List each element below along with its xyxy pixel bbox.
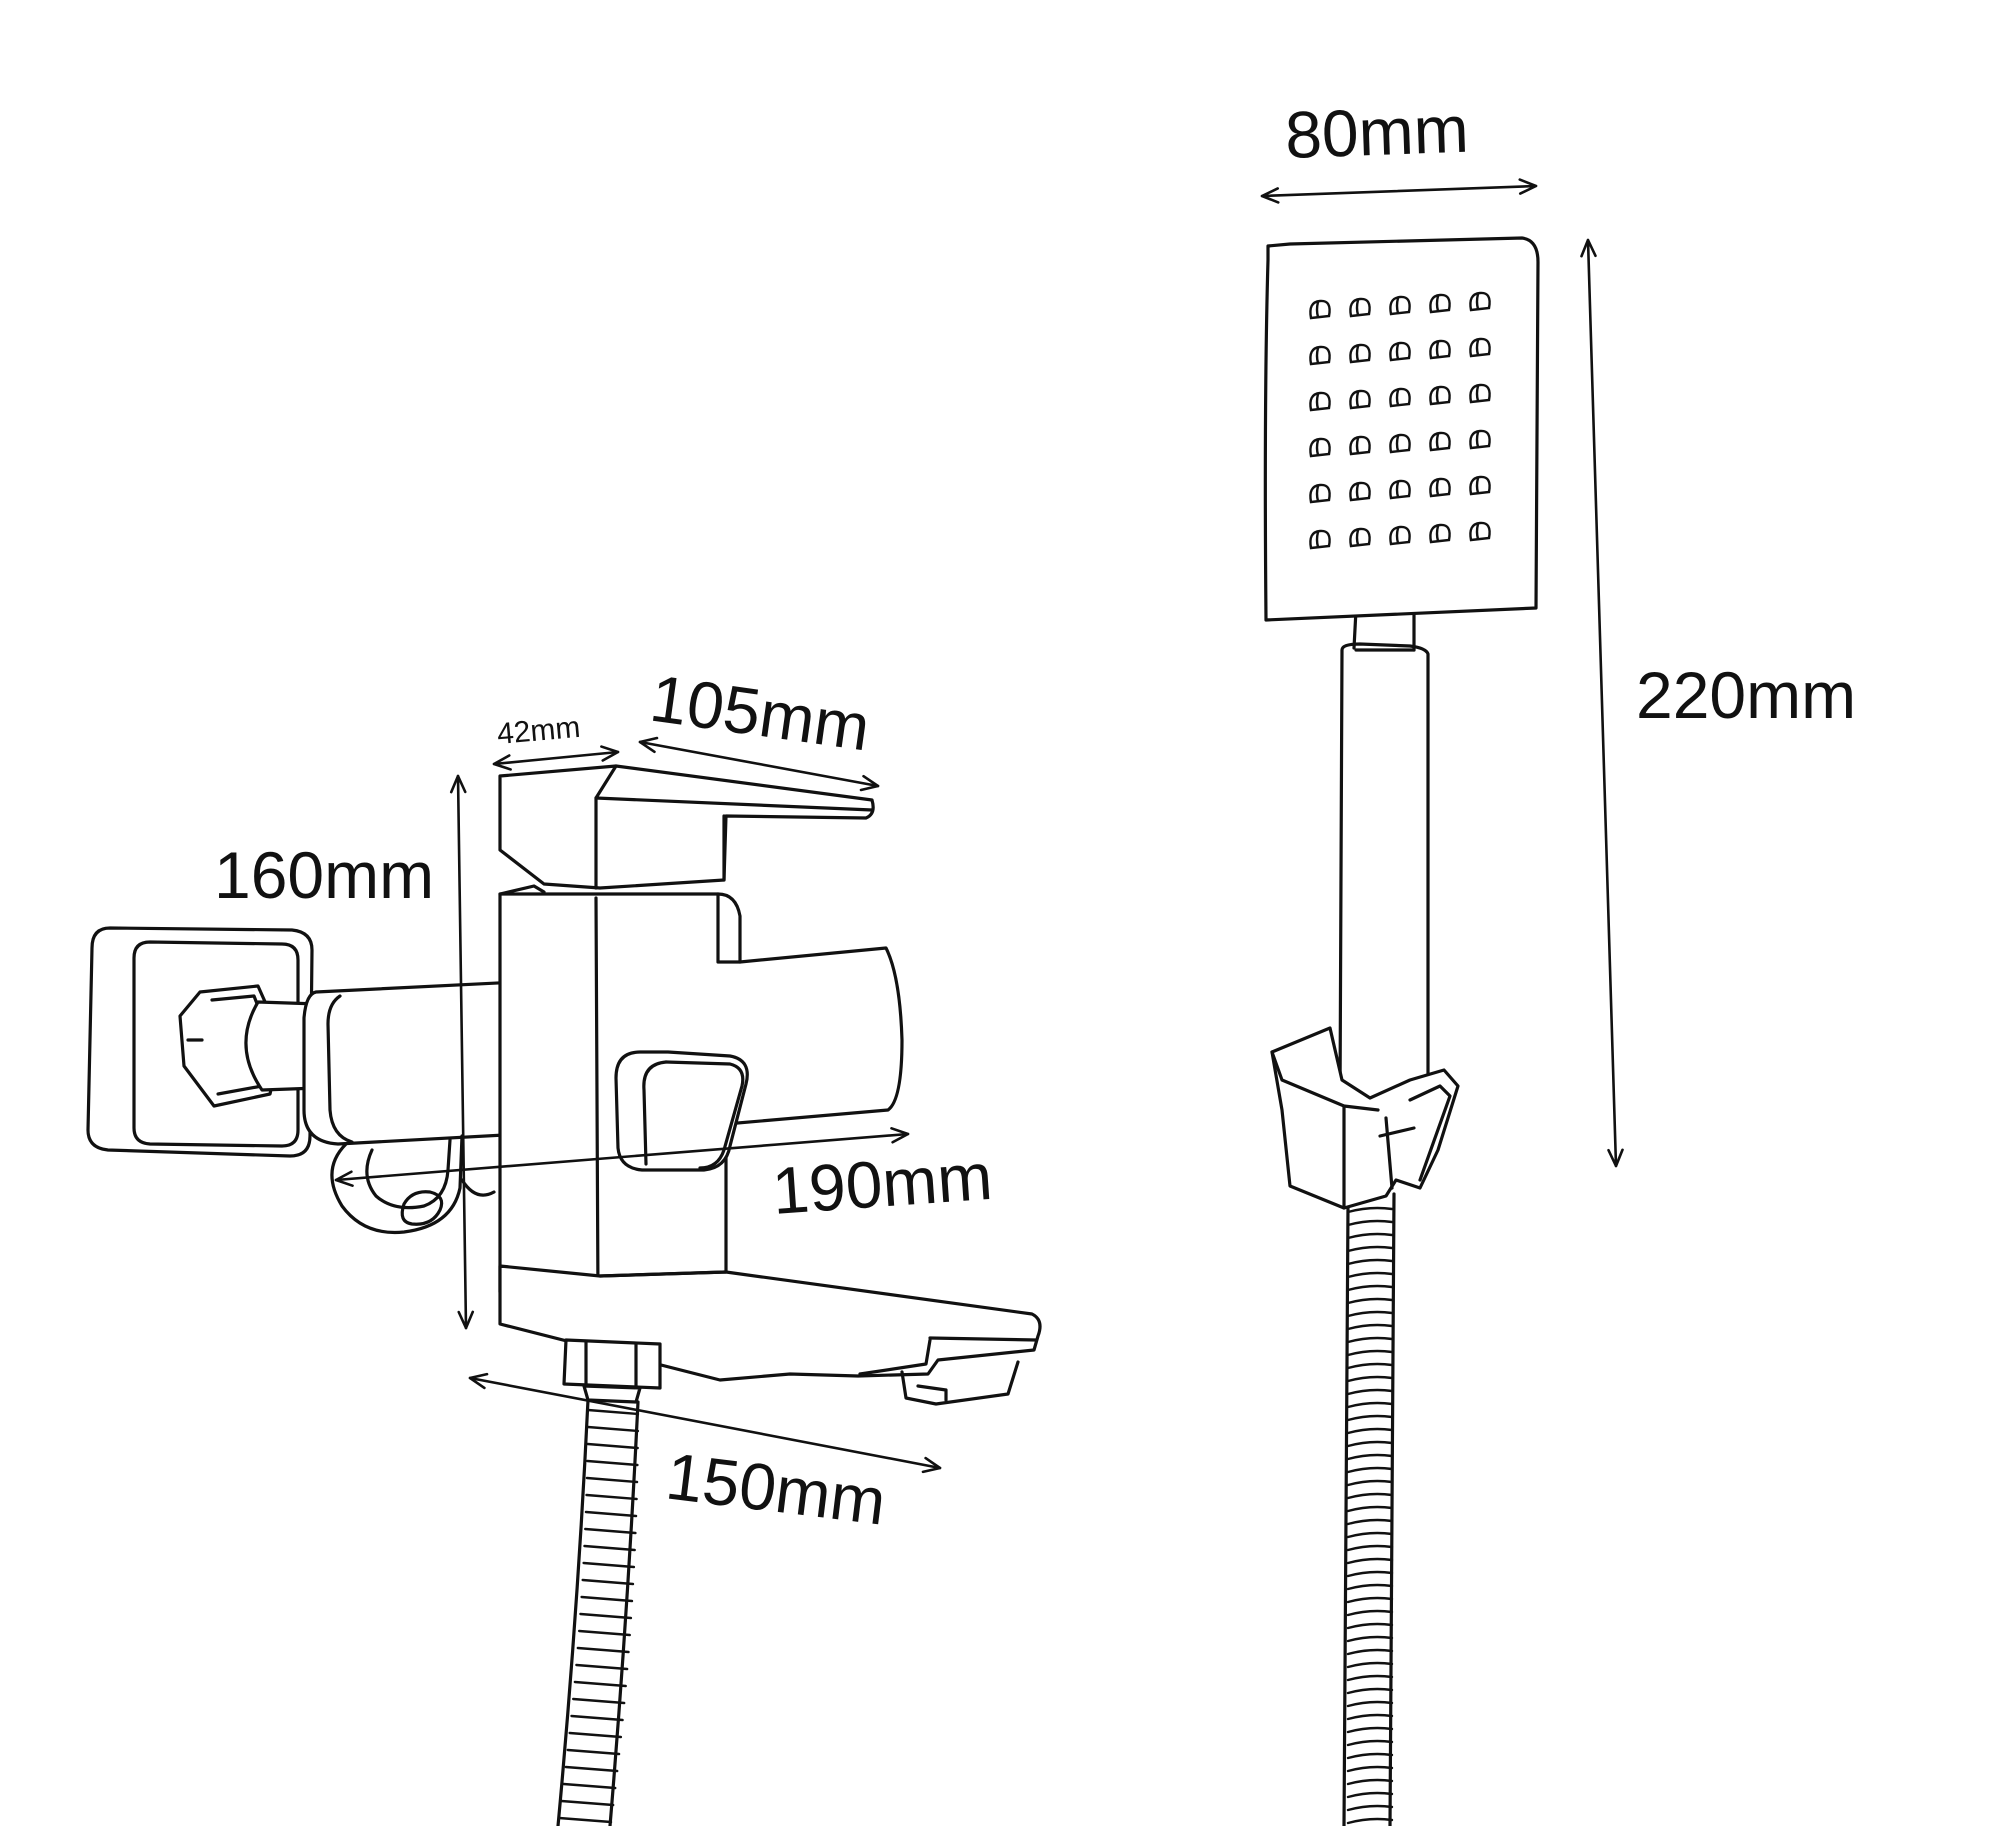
nozzle-icon xyxy=(1429,293,1451,314)
hex-nut xyxy=(178,984,320,1108)
nozzle-icon xyxy=(1469,521,1491,542)
nozzle-icon xyxy=(1349,481,1371,502)
nozzle-icon xyxy=(1389,387,1411,408)
shower-head xyxy=(1263,236,1540,622)
nozzle-icon xyxy=(1429,339,1451,360)
dim-line-80mm xyxy=(1260,178,1538,204)
dim-line-105mm xyxy=(638,736,880,792)
nozzle-icon xyxy=(1309,437,1331,458)
label-80mm: 80mm xyxy=(1284,92,1470,172)
label-190mm: 190mm xyxy=(770,1139,995,1228)
nozzle-icon xyxy=(1389,479,1411,500)
nozzle-icon xyxy=(1469,383,1491,404)
nozzle-icon xyxy=(1349,389,1371,410)
dimension-lines xyxy=(334,178,1624,1474)
nozzle-icon xyxy=(1389,433,1411,454)
nozzle-icon xyxy=(1469,475,1491,496)
hand-shower xyxy=(1263,236,1540,1826)
faucet-hose xyxy=(556,1398,640,1826)
label-42mm: 42mm xyxy=(496,711,582,751)
nozzle-icon xyxy=(1429,431,1451,452)
nozzle-icon xyxy=(1429,523,1451,544)
nozzle-icon xyxy=(1389,525,1411,546)
bath-faucet xyxy=(86,764,1042,1826)
dim-line-150mm xyxy=(468,1372,942,1474)
nozzle-icon xyxy=(1469,291,1491,312)
nozzle-icon xyxy=(1469,429,1491,450)
shower-hose xyxy=(1342,1192,1396,1826)
nozzle-icon xyxy=(1349,527,1371,548)
nozzle-icon xyxy=(1309,299,1331,320)
nozzle-icon xyxy=(1429,477,1451,498)
label-220mm: 220mm xyxy=(1636,658,1856,732)
nozzle-icon xyxy=(1389,295,1411,316)
hose-connector xyxy=(562,1338,662,1404)
lever-handle xyxy=(498,764,875,890)
nozzle-icon xyxy=(1349,343,1371,364)
nozzle-icon xyxy=(1309,345,1331,366)
nozzle-icon xyxy=(1309,483,1331,504)
nozzle-icon xyxy=(1349,297,1371,318)
nozzle-icon xyxy=(1429,385,1451,406)
nozzle-icon xyxy=(1469,337,1491,358)
dim-line-190mm xyxy=(334,1127,910,1187)
nozzle-icon xyxy=(1389,341,1411,362)
nozzle-icon xyxy=(1309,529,1331,550)
shower-holder xyxy=(1270,1026,1460,1210)
wall-flange xyxy=(86,926,314,1158)
shower-handle xyxy=(1338,608,1430,1102)
label-160mm: 160mm xyxy=(214,838,434,912)
label-150mm: 150mm xyxy=(662,1438,889,1538)
dim-line-220mm xyxy=(1580,238,1624,1168)
dim-line-42mm xyxy=(492,745,620,771)
nozzle-icon xyxy=(1349,435,1371,456)
diverter-knob xyxy=(330,1134,496,1235)
nozzle-icon xyxy=(1309,391,1331,412)
dim-line-160mm xyxy=(449,774,475,1330)
